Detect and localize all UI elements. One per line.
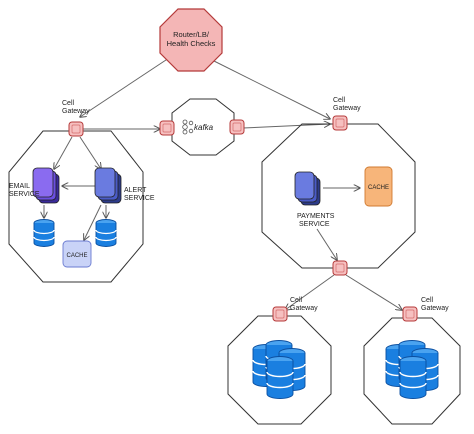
left-cell: Cell Gateway EMAIL SERVICE ALERT SERVICE…	[8, 100, 155, 283]
right-cell-octagon	[261, 123, 416, 269]
alert-service[interactable]: ALERT SERVICE	[94, 167, 155, 204]
kafka-right-port-icon	[229, 119, 245, 135]
gateway-to-email-arrow	[54, 136, 73, 169]
left-cell-gateway-icon[interactable]	[68, 121, 84, 137]
alert-database-icon	[95, 218, 117, 248]
bottom-left-octagon	[227, 315, 332, 425]
router-label-line1: Router/LB/	[173, 30, 210, 39]
left-cache[interactable]: CACHE	[62, 240, 92, 268]
left-gateway-label-line2: Gateway	[62, 108, 90, 115]
router-to-right-gateway-arrow	[211, 59, 330, 119]
bottom-left-gateway-icon[interactable]	[272, 306, 288, 322]
email-service[interactable]: EMAIL SERVICE	[9, 167, 60, 204]
router-to-left-gateway-arrow	[80, 55, 173, 117]
right-gateway-label-line2: Gateway	[333, 105, 361, 112]
kafka-node[interactable]: kafka	[159, 98, 245, 156]
router-label-line2: Health Checks	[167, 39, 216, 48]
connectors	[44, 55, 402, 310]
kafka-label: kafka	[194, 123, 214, 132]
alert-service-label-line1: ALERT	[124, 187, 147, 194]
left-cache-label: CACHE	[66, 253, 87, 259]
payments-to-gateway-arrow	[316, 228, 337, 260]
right-cache[interactable]: CACHE	[364, 166, 393, 207]
bottom-right-db-4-icon	[399, 355, 427, 400]
email-service-label-line1: EMAIL	[9, 183, 30, 190]
email-database-icon	[33, 218, 55, 248]
router-octagon	[159, 8, 223, 72]
right-gateway-label-line1: Cell	[333, 97, 346, 104]
bottom-right-gateway-label-line1: Cell	[421, 297, 434, 304]
bottom-right-db-cell: Cell Gateway	[363, 297, 461, 425]
email-service-label-line2: SERVICE	[9, 191, 40, 198]
payments-service[interactable]: PAYMENTS SERVICE	[294, 171, 335, 228]
alert-to-cache-arrow	[84, 204, 102, 240]
gateway-to-alert-arrow	[79, 136, 101, 169]
bottom-right-gateway-label-line2: Gateway	[421, 305, 449, 312]
bottom-right-octagon	[363, 317, 461, 425]
right-cell-bottom-gateway-icon[interactable]	[332, 260, 348, 276]
kafka-logo-icon	[182, 119, 194, 135]
bottom-right-gateway-icon[interactable]	[402, 306, 418, 322]
left-cell-octagon	[8, 130, 144, 283]
kafka-left-port-icon	[159, 120, 175, 136]
bottom-left-gateway-label-line2: Gateway	[290, 305, 318, 312]
left-gateway-label-line1: Cell	[62, 100, 75, 107]
kafka-to-right-gateway-arrow	[242, 124, 330, 129]
payments-service-label-line1: PAYMENTS	[297, 213, 335, 220]
right-cell-gateway-icon[interactable]	[332, 115, 348, 131]
alert-service-label-line2: SERVICE	[124, 195, 155, 202]
router-lb-node[interactable]: Router/LB/ Health Checks	[159, 8, 223, 72]
right-cell: Cell Gateway PAYMENTS SERVICE CACHE	[261, 97, 416, 276]
bottom-left-gateway-label-line1: Cell	[290, 297, 303, 304]
gateway-to-right-db-cell-arrow	[345, 274, 402, 310]
bottom-left-db-cell: Cell Gateway	[227, 297, 332, 425]
right-cache-label: CACHE	[368, 185, 389, 191]
bottom-left-db-4-icon	[266, 355, 294, 400]
payments-service-label-line2: SERVICE	[299, 221, 330, 228]
gateway-to-left-db-cell-arrow	[285, 274, 335, 310]
